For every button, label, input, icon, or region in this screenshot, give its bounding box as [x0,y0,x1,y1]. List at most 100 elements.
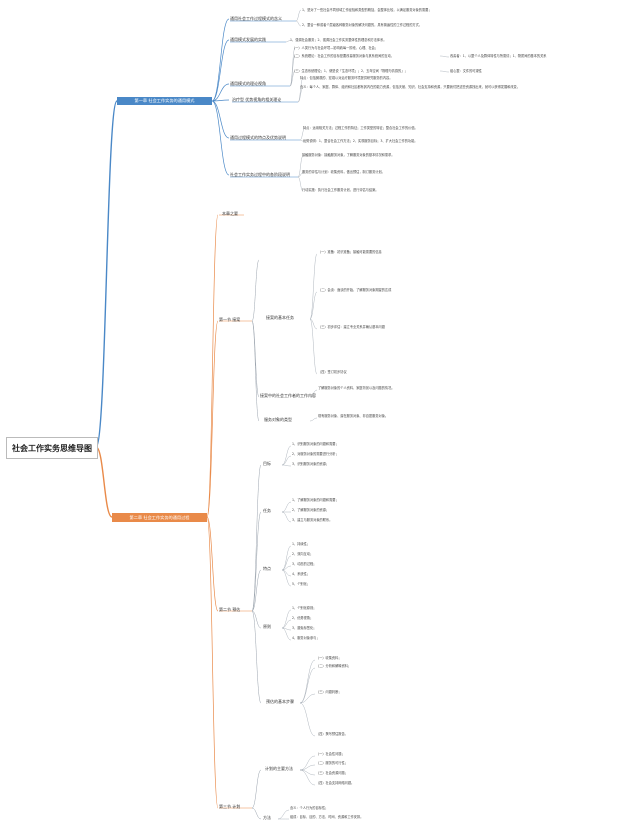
b2-s3-item-1[interactable]: 目标 [263,461,271,466]
b1-note-link-6-2 [297,172,304,178]
b1-note-link-3-2 [289,55,296,87]
b2-s3-item-3-note-5: 5、个别化； [292,582,310,586]
b1-node-4-note-1: 特点：包括微观的、宏观以对治疗服务环境提供研究服务的内容。 [300,76,393,80]
b2-s3-item-2[interactable]: 任务 [263,508,271,513]
b2-s3-item-1-note-1: 1、识别服务对象的问题和需要； [292,442,339,446]
b1-note-link-6-3 [297,176,304,192]
b2-s2-item-1-note-1: （一）准备：初识准备；接触可能需要的信息 [318,250,382,254]
b2-s3-note-3-5 [281,569,292,587]
b2-s4-note-1-2 [299,764,316,771]
b1-node-2-note-1: 1、强调社会服务；2、强调社会工作实务整体性的理念和方法体系。 [290,38,387,42]
b2-s3-item-5-note-1: （一）收集资料； [316,656,342,660]
b2-s3-item-5-note-3: （三）问题判断； [316,690,342,694]
b1-node-3-note-5: 组心整：文件的可观性 [450,69,482,73]
b2-s4-item-1-note-4: （四）社会支持网络问题。 [316,781,355,785]
b1-node-4[interactable]: 治疗型 优势视角的相关理论 [232,97,282,102]
b2-s3-item-3-note-1: 1、持续性； [292,542,310,546]
b2-s2-note-3-1 [309,417,318,422]
b2-s2-item-1[interactable]: 接案的基本任务 [266,315,294,320]
b1-node-3-note-4: 改善者：1、以整个人及群体特性与所需情；1、物质间的基本的关系 [450,54,547,58]
b2-s2-item-2[interactable]: 接案中的社会工作者的工作内容 [260,393,316,398]
b2-link-4 [206,516,219,809]
b1-node-5-note-2: 优势说明：1、整合社会工作方法；2、实现服务目标；3、扩大社会工作的功能。 [303,139,418,143]
b1-sub-link-2 [439,70,450,73]
b2-s4-note-1-3 [299,769,316,776]
b2-s2-item-1-note-3: （三）初步评估：建立专业关系并确认基本问题 [318,325,385,329]
b2-s3-note-5-3 [299,693,316,704]
b2-s4-note-1-4 [299,769,316,786]
root-node[interactable]: 社会工作实务思维导图 [6,437,98,459]
b2-s3-item-4-note-2: 2、优势视角； [292,616,314,620]
b1-node-3[interactable]: 通用模式的理论视角 [230,81,266,86]
b2-s4-link-2 [251,807,262,820]
b1-note-link-5-2 [299,139,306,143]
b2-s3-item-1-note-2: 2、对服务对象的需要进行分析； [292,452,339,456]
b1-node-5[interactable]: 通用过程模式的特点及优势说明 [230,135,286,140]
b2-section-4[interactable]: 第三节 计划 [219,804,241,809]
b2-s3-item-3[interactable]: 特点 [263,566,271,571]
b1-node-4-note-2: 含义：每个人、家庭、群体、组织和社区都有其内在的能力资源，包括天赋、知识、社会支… [300,85,520,89]
b2-s4-note-2-1 [277,809,290,820]
b2-section-2[interactable]: 第一节 接案 [219,317,241,322]
b2-s3-note-1-2 [281,455,292,466]
b2-s4-link-1 [251,769,262,809]
b1-node-5-note-1: 特点：运用相关方法；过程工作的特征；工作类型的特征；整合社会工作的价值。 [303,126,418,130]
b2-s2-link-1 [251,259,260,322]
b1-note-link-4-2 [297,87,304,103]
b2-s3-link-2 [251,511,262,612]
b2-section-1[interactable]: 本章之要 [222,211,238,216]
b1-node-3-note-1: （一）人类行为与社会环境—影响着每一阶段、心理、社会； [292,46,379,50]
b1-node-1[interactable]: 通用社会工作过程模式的含义 [230,16,282,21]
b2-s2-link-2 [251,320,260,398]
b2-s3-link-5 [251,610,262,704]
b2-s4-item-1-note-2: （二）服务的可行性； [316,761,348,765]
b2-s3-note-5-2 [299,667,316,704]
b2-s3-note-4-4 [281,627,292,641]
b1-node-6[interactable]: 社会工作实务过程中的各阶段说明 [230,172,290,177]
b2-s2-item-3-note-1: 现有服务对象、潜在服务对象、非自愿服务对象。 [318,414,389,418]
b2-s3-item-1-note-3: 3、识别服务对象的资源； [292,462,330,466]
b2-s3-note-1-3 [281,464,292,467]
b1-node-2[interactable]: 通用模式发展的实践 [230,37,266,42]
root-title: 社会工作实务思维导图 [12,443,92,453]
b2-s4-item-1-note-1: （一）社会性问题； [316,752,345,756]
branch1-node[interactable]: 第一章 社会工作实务的通用模式 [117,97,212,105]
b2-s3-note-2-3 [281,511,292,523]
b2-s3-item-5[interactable]: 预估的基本步骤 [266,699,294,704]
b2-link-2 [206,320,219,518]
b2-s4-item-1[interactable]: 计划的主要方法 [265,766,293,771]
b2-s3-item-3-note-2: 2、双向互动； [292,552,314,556]
b1-node-6-note-2: 服务的评估与计划：收集资料，做出预估，制订服务计划。 [302,170,385,174]
b2-s3-item-2-note-3: 3、建立与服务对象的联系。 [292,518,333,522]
branch1-title: 第一章 社会工作实务的通用模式 [134,98,195,103]
b2-s2-item-3[interactable]: 服务对象的类型 [264,417,292,422]
b2-s3-item-2-note-2: 2、了解服务对象的资源； [292,508,330,512]
b2-section-3[interactable]: 第二节 预估 [219,607,241,612]
b2-s3-note-4-3 [281,627,292,631]
b2-s3-note-2-1 [281,501,292,513]
b1-sub-link-1 [439,55,450,58]
b1-node-3-note-3: （三）生态系统理论；1、便是说「生态环境」；2、五年空间「物理与情感的」； [292,69,408,73]
b1-node-1-note-2: 2、整合一种或者个层级各种服务对象的解决问题的，具有普遍性的工作过程的方式。 [302,23,422,27]
b2-s3-link-1 [251,464,262,612]
b2-s3-item-5-note-2: （二）分析和解释资料； [316,664,352,668]
b1-note-link-2-1 [285,39,292,43]
b2-s3-item-3-note-3: 3、动态的过程； [292,562,317,566]
b1-note-link-6-1 [297,155,304,178]
b2-s3-item-5-note-4: （四）撰写预估报告。 [316,732,348,736]
branch2-node[interactable]: 第二章 社会工作实务的通用过程 [112,513,207,522]
b2-s3-item-4[interactable]: 原则 [263,624,271,629]
b2-s3-item-2-note-1: 1、了解服务对象的问题和需要； [292,498,339,502]
b2-s3-link-3 [251,569,262,612]
b1-note-link-1-2 [295,20,302,27]
b1-link-2 [211,39,230,102]
b2-s2-note-1-1 [309,253,318,320]
b2-s2-link-3 [251,320,260,422]
b2-link-1 [206,214,219,518]
b2-s4-item-2-note-2: 组成：目标、目的、方法、时间、资源和工作安排。 [290,815,364,819]
b1-link-6 [211,100,230,176]
b2-s4-item-2[interactable]: 方法 [263,815,271,820]
b2-s3-note-3-3 [281,565,292,571]
b2-s2-item-2-note-1: 了解服务对象的个人资料、家庭背景以及问题的情况。 [318,386,395,390]
